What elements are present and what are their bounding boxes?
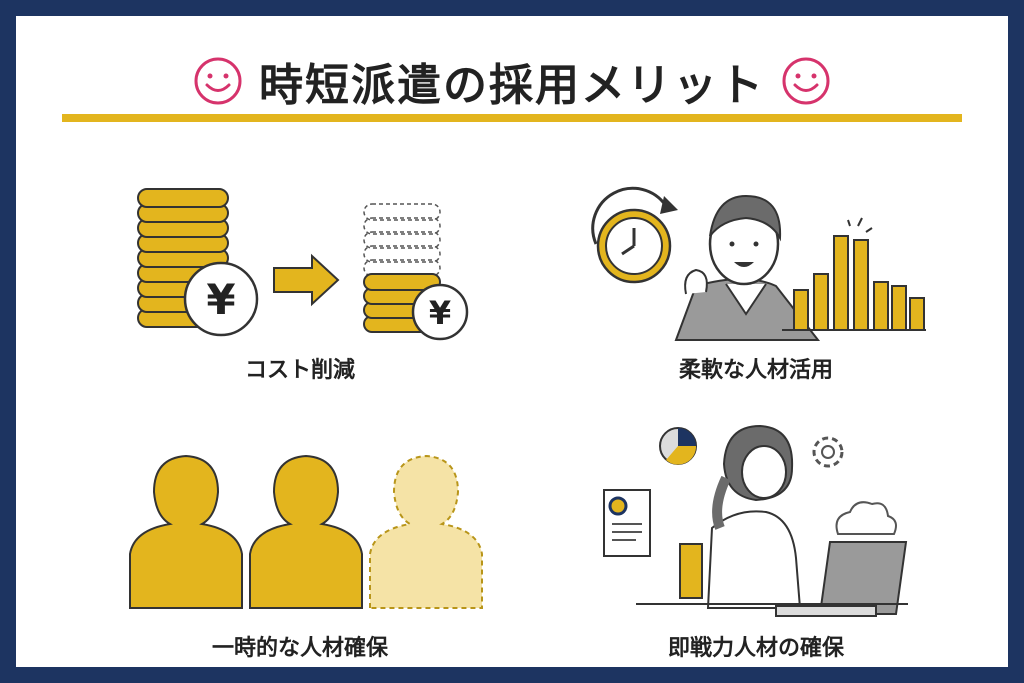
merit-label-flexible: 柔軟な人材活用 xyxy=(678,358,833,383)
skilled-staffing-illustration xyxy=(603,424,908,617)
person-illustration xyxy=(679,424,802,609)
title-underline xyxy=(62,114,962,122)
gear-icon xyxy=(812,436,844,468)
page-title: 時短派遣の採用メリット xyxy=(259,60,765,111)
person-silhouette-icon xyxy=(249,454,363,609)
person-silhouette-icon xyxy=(129,454,243,609)
temporary-staffing-illustration xyxy=(129,454,483,609)
flexible-staffing-illustration xyxy=(591,186,926,341)
merit-label-temporary: 一時的な人材確保 xyxy=(211,636,388,661)
bar-chart-icon xyxy=(782,217,926,331)
person-illustration xyxy=(674,194,821,341)
yen-coin-icon: ¥ xyxy=(183,261,259,337)
smile-icon xyxy=(194,57,242,105)
merit-label-skilled: 即戦力人材の確保 xyxy=(667,636,844,661)
svg-text:¥: ¥ xyxy=(429,294,451,332)
cost-reduction-illustration: ¥ ¥ xyxy=(137,188,469,341)
cloud-icon xyxy=(835,501,897,535)
laptop-icon xyxy=(636,541,908,617)
document-icon xyxy=(603,489,651,557)
infographic-card: 時短派遣の採用メリット ¥ xyxy=(16,16,1008,667)
merit-label-cost: コスト削減 xyxy=(244,358,355,383)
svg-text:¥: ¥ xyxy=(206,275,235,324)
clock-icon xyxy=(591,186,678,284)
arrow-right-icon xyxy=(273,253,340,307)
yen-coin-icon: ¥ xyxy=(411,283,469,341)
smile-icon xyxy=(782,57,830,105)
title-row: 時短派遣の採用メリット xyxy=(16,46,1008,116)
person-silhouette-icon xyxy=(369,454,483,609)
pie-chart-icon xyxy=(659,427,697,465)
